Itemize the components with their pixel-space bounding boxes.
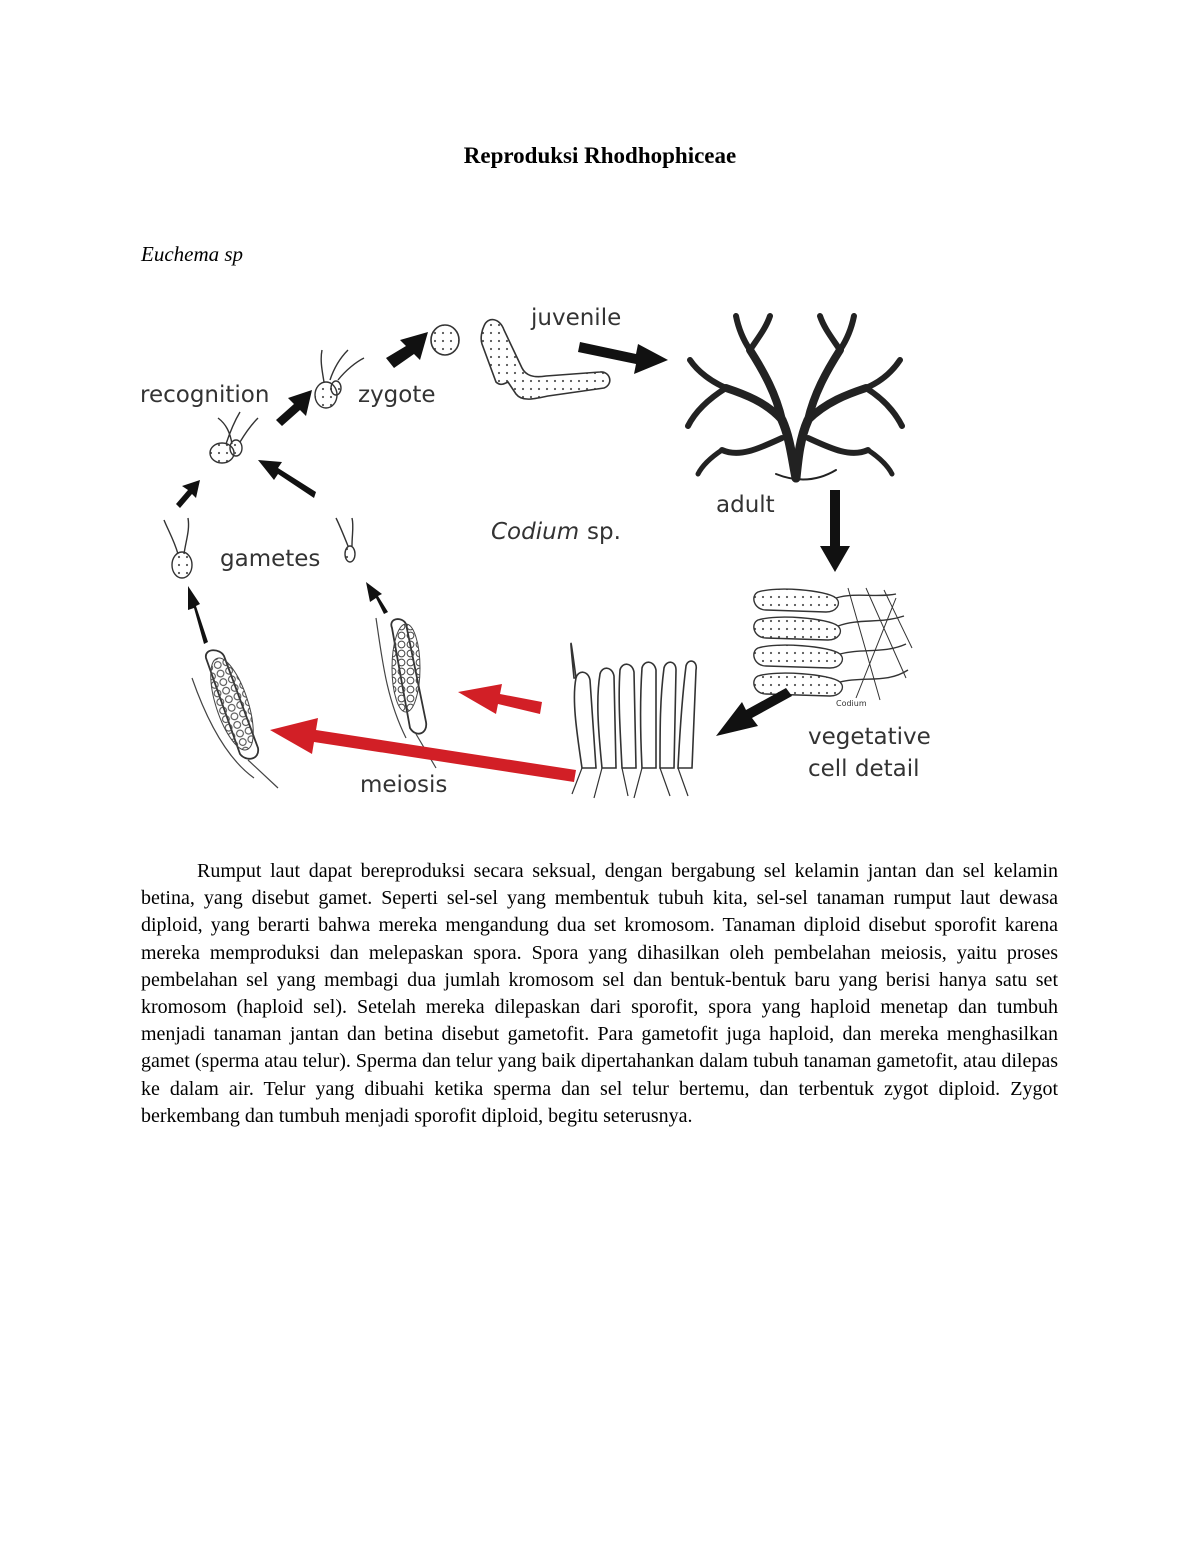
page-title: Reproduksi Rhodhophiceae — [463, 143, 737, 168]
gametes-recognition-illustration — [209, 411, 259, 464]
adult-thallus-illustration — [685, 313, 905, 483]
label-gametes: gametes — [220, 546, 320, 572]
gamete-left-illustration — [163, 517, 193, 579]
arrow-gamete-left-from-gametangium — [188, 586, 208, 644]
label-juvenile: juvenile — [530, 305, 621, 331]
arrow-gamete-right-from-gametangium — [366, 582, 388, 614]
zygote-cell-illustration — [430, 324, 460, 356]
arrow-zygote-from-recognition — [276, 390, 312, 426]
zygote-flagellate-illustration — [314, 349, 365, 409]
label-recognition: recognition — [140, 382, 269, 408]
species-heading: Euchema sp — [141, 242, 244, 266]
arrow-recognition-from-gamete-right — [258, 460, 316, 498]
gametangia-cluster-illustration — [570, 642, 698, 799]
arrow-juvenile-to-adult — [578, 342, 668, 374]
label-meiosis: meiosis — [360, 772, 447, 798]
body-paragraph: Rumput laut dapat bereproduksi secara se… — [141, 860, 1058, 1127]
gamete-right-illustration — [335, 517, 356, 563]
arrow-meiosis-short — [458, 684, 542, 714]
vegetative-cell-detail-illustration: Codium — [753, 587, 913, 708]
juvenile-thallus-illustration — [480, 318, 611, 400]
arrows-red — [270, 684, 576, 782]
gametangium-left-illustration — [191, 649, 279, 789]
life-cycle-figure: juvenile recognition zygote adult Codium… — [136, 298, 936, 808]
arrow-vegetative-to-gametangia — [716, 688, 792, 736]
arrows-black — [176, 332, 850, 736]
label-codium-sp: sp. — [587, 519, 621, 545]
life-cycle-diagram: juvenile recognition zygote adult Codium… — [140, 305, 931, 799]
label-cell-detail: cell detail — [808, 756, 920, 782]
label-adult: adult — [716, 492, 775, 518]
label-codium: Codium — [491, 519, 579, 545]
arrow-meiosis-long — [270, 718, 576, 782]
arrow-adult-to-vegetative — [820, 490, 850, 572]
arrow-to-juvenile-zygote — [386, 332, 428, 368]
arrow-recognition-from-gamete-left — [176, 480, 200, 508]
label-vegetative: vegetative — [808, 724, 931, 750]
label-codium-small: Codium — [836, 699, 867, 708]
label-zygote: zygote — [358, 382, 436, 408]
